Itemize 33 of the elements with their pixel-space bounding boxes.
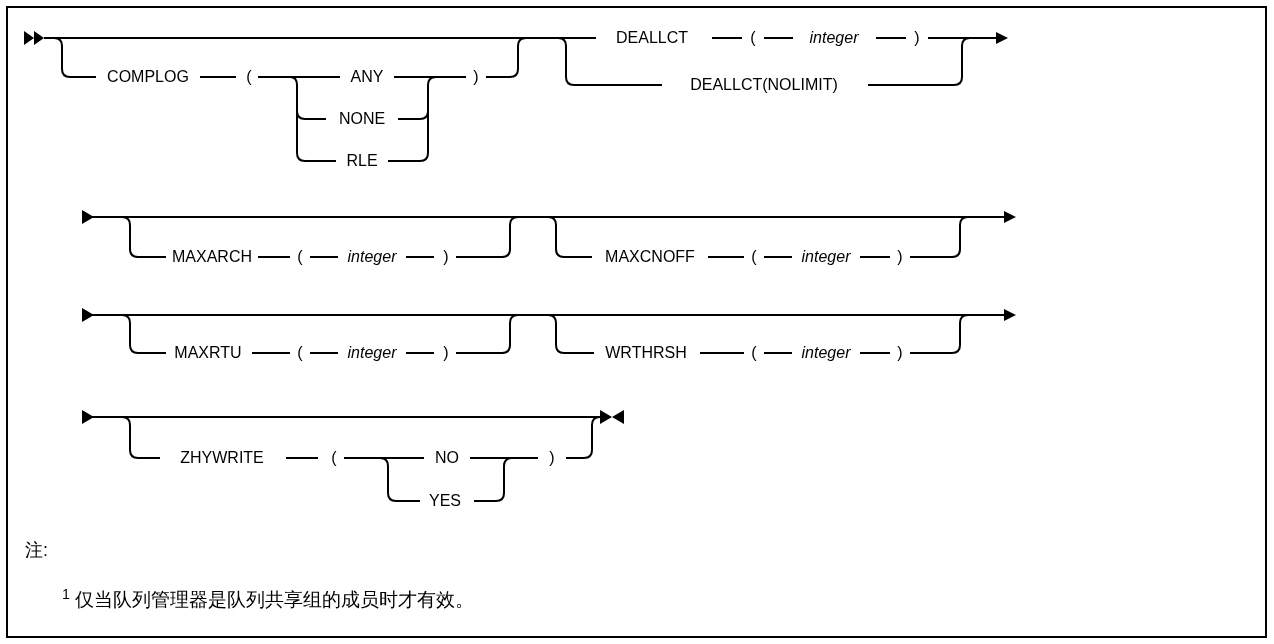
syntax-keyword: MAXCNOFF: [603, 249, 697, 265]
note-heading: 注:: [25, 538, 48, 562]
syntax-keyword: ZHYWRITE: [178, 450, 266, 466]
parenthesis: ): [547, 450, 557, 466]
parenthesis: ): [895, 345, 905, 361]
footnote-text: $^{1}$ 仅当队列管理器是队列共享组的成员时才有效。: [62, 585, 475, 612]
variable-placeholder: integer: [799, 345, 853, 361]
parenthesis: (: [329, 450, 339, 466]
variable-placeholder: integer: [799, 249, 853, 265]
parenthesis: ): [471, 69, 481, 85]
parenthesis: (: [748, 30, 758, 46]
parenthesis: ): [895, 249, 905, 265]
parenthesis: ): [912, 30, 922, 46]
syntax-keyword: WRTHRSH: [603, 345, 689, 361]
parenthesis: (: [244, 69, 254, 85]
parenthesis: (: [749, 249, 759, 265]
parenthesis: ): [441, 345, 451, 361]
syntax-keyword: MAXRTU: [172, 345, 244, 361]
syntax-keyword: RLE: [344, 153, 380, 169]
syntax-keyword: DEALLCT: [614, 30, 690, 46]
parenthesis: (: [749, 345, 759, 361]
parenthesis: ): [441, 249, 451, 265]
variable-placeholder: integer: [807, 30, 861, 46]
syntax-keyword: MAXARCH: [170, 249, 254, 265]
syntax-keyword: YES: [427, 493, 463, 509]
syntax-keyword: DEALLCT(NOLIMIT): [688, 77, 840, 93]
syntax-keyword: COMPLOG: [105, 69, 191, 85]
syntax-keyword: NO: [433, 450, 461, 466]
variable-placeholder: integer: [345, 249, 399, 265]
parenthesis: (: [295, 345, 305, 361]
syntax-keyword: ANY: [348, 69, 386, 85]
parenthesis: (: [295, 249, 305, 265]
variable-placeholder: integer: [345, 345, 399, 361]
